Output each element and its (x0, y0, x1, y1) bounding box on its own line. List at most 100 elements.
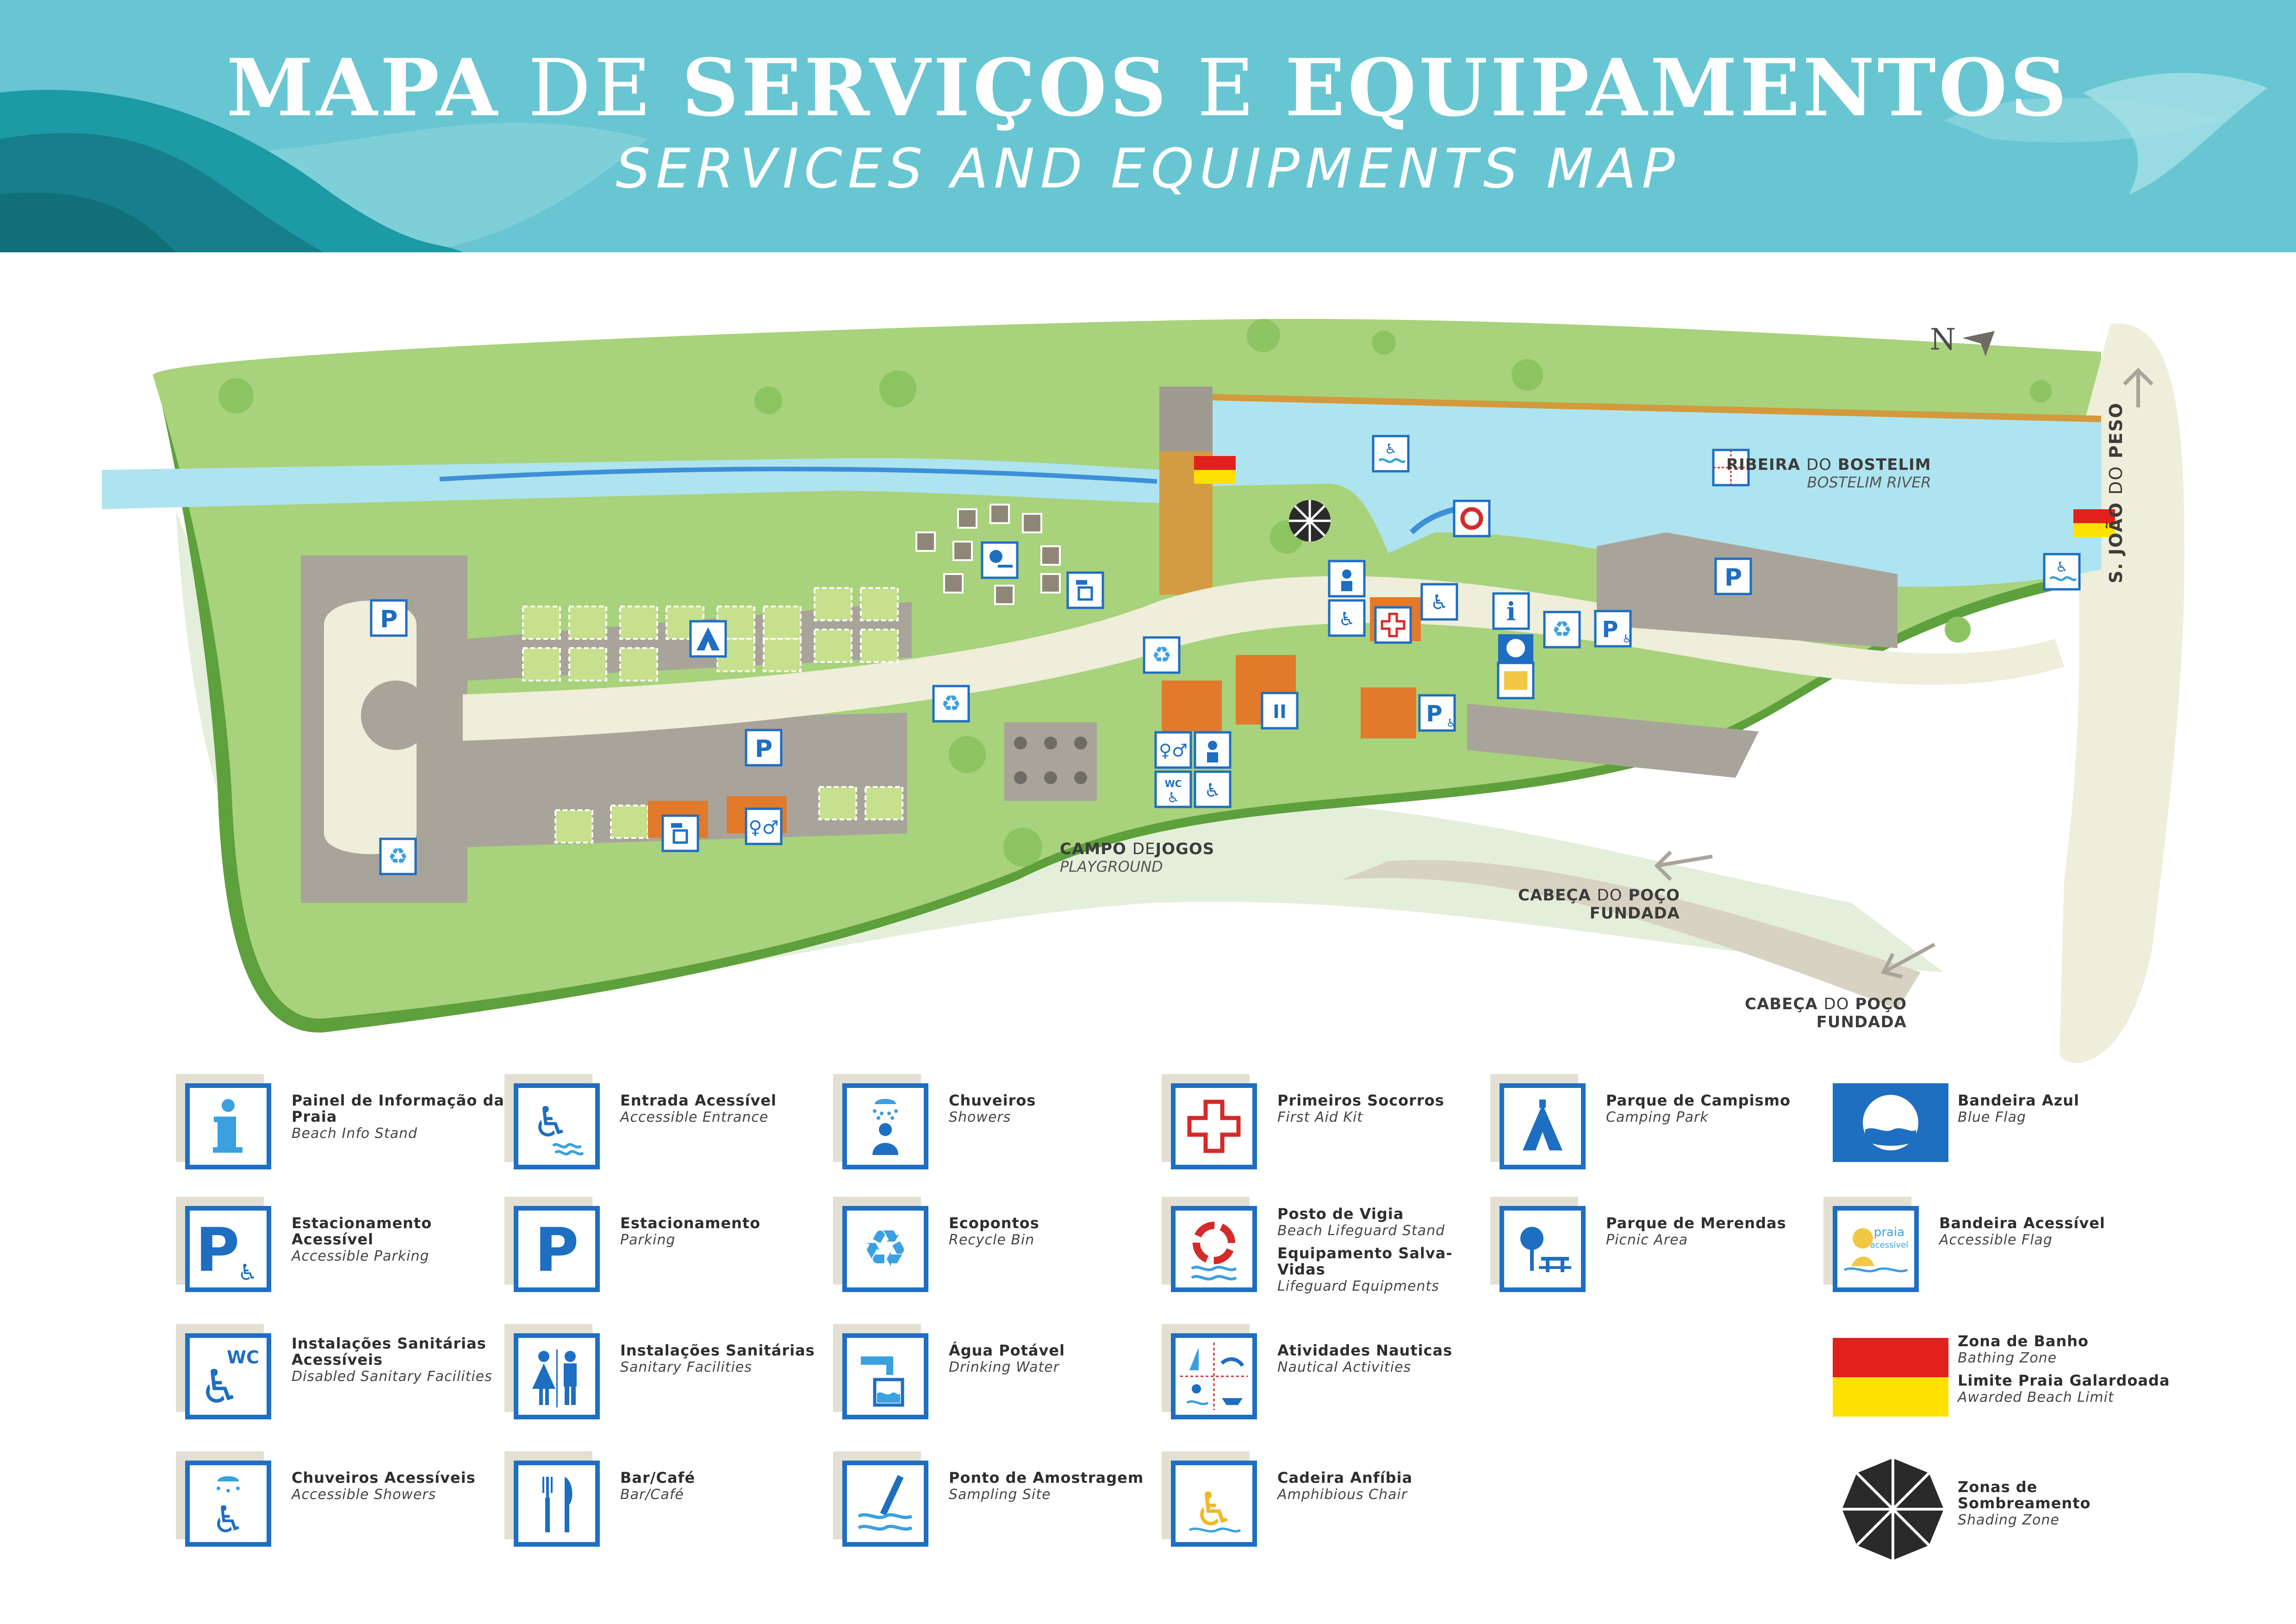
compass-arrow: N (1930, 323, 1995, 357)
roundabout (361, 681, 430, 750)
first-aid-icon (1187, 1099, 1241, 1153)
playground-label: CAMPO DEJOGOS PLAYGROUND (1060, 840, 1215, 876)
svg-text:♀♂: ♀♂ (748, 817, 778, 838)
road-label-sao-joao-do-peso: S. JOÃO DO PESO (2106, 402, 2126, 583)
page-subtitle: SERVICES AND EQUIPMENTS MAP (616, 137, 1680, 200)
svg-text:♿: ♿ (1193, 1482, 1235, 1537)
parking-southeast (1467, 704, 1759, 778)
page-title: MAPA DE SERVIÇOS E EQUIPAMENTOS (226, 42, 2070, 134)
camping-plots (522, 587, 903, 843)
svg-text:♻: ♻ (1552, 617, 1572, 643)
svg-text:P: P (380, 606, 398, 633)
parking-west (301, 556, 912, 903)
svg-text:♿: ♿ (2056, 559, 2068, 575)
svg-text:WC: WC (227, 1347, 259, 1368)
ribeira-do-bostelim-lake (1213, 396, 2101, 587)
camping-icon (1523, 1099, 1562, 1150)
svg-text:P: P (1602, 617, 1618, 643)
header-background (0, 0, 2296, 252)
road-secondary (1342, 860, 1921, 1009)
svg-text:P: P (195, 1215, 239, 1285)
svg-text:ⅠⅠ: ⅠⅠ (1273, 701, 1287, 723)
svg-text:♿: ♿ (1338, 609, 1355, 630)
svg-text:♿: ♿ (1204, 780, 1221, 801)
info-icon (213, 1099, 243, 1153)
beach-map: P P P P ♿ P ♿ ♻ ♻ ♻ ♻ ⅠⅠ ♀♂ i ♿ ♿ ♿ ♿ ♀♂ W… (102, 319, 2184, 1063)
river-label: RIBEIRA DO BOSTELIM BOSTELIM RIVER (1726, 456, 1931, 492)
bar-icon (542, 1477, 572, 1532)
lifebuoy-icon (1191, 1222, 1237, 1280)
umbrella-marker (1289, 500, 1331, 542)
picnic-icon (1520, 1227, 1571, 1272)
svg-text:♻: ♻ (388, 843, 408, 869)
svg-text:♿: ♿ (1385, 441, 1397, 457)
svg-text:♿: ♿ (532, 1098, 570, 1147)
bathing-flag-icon (1833, 1338, 1948, 1417)
svg-text:P: P (1724, 564, 1742, 592)
svg-text:WC: WC (1165, 778, 1182, 789)
parking-icon: P (535, 1215, 579, 1285)
header-banner: MAPA DE SERVIÇOS E EQUIPAMENTOS SERVICES… (0, 0, 2296, 252)
accessible-parking-icon: P♿ (195, 1215, 257, 1286)
svg-text:♿: ♿ (1446, 717, 1456, 730)
accessible-wc-icon: WC♿ (199, 1347, 259, 1414)
recycle-icon: ♻ (863, 1219, 908, 1278)
svg-text:♻: ♻ (863, 1219, 908, 1278)
bathing-flags (1194, 456, 2115, 537)
svg-text:♿: ♿ (199, 1360, 241, 1414)
picnic-tables (915, 504, 1061, 605)
nautical-icon (1180, 1343, 1248, 1410)
svg-text:praia: praia (1874, 1225, 1904, 1239)
svg-text:♿: ♿ (237, 1260, 257, 1286)
svg-text:acessível: acessível (1870, 1240, 1909, 1250)
sampling-icon (858, 1475, 913, 1531)
svg-text:♿: ♿ (1622, 632, 1632, 645)
svg-text:P: P (755, 735, 772, 763)
shower-icon (872, 1099, 898, 1155)
wc-icon (532, 1349, 577, 1407)
accessible-entrance-icon: ♿ (532, 1098, 585, 1156)
svg-text:N: N (1930, 323, 1956, 357)
svg-text:♀♂: ♀♂ (1159, 740, 1188, 761)
map-icons: P P P P ♿ P ♿ ♻ ♻ ♻ ♻ ⅠⅠ ♀♂ i ♿ ♿ ♿ ♿ ♀♂ W… (371, 436, 2079, 874)
amphibious-chair-icon: ♿ (1188, 1482, 1241, 1537)
svg-text:♻: ♻ (941, 691, 961, 717)
svg-text:♿: ♿ (212, 1498, 245, 1541)
blue-flag-icon (1833, 1083, 1948, 1162)
svg-text:i: i (1506, 597, 1516, 626)
svg-text:♿: ♿ (1167, 790, 1180, 806)
water-tap-icon (861, 1356, 904, 1407)
svg-text:♻: ♻ (1151, 642, 1171, 668)
svg-text:P: P (535, 1215, 579, 1285)
destination-label-2: CABEÇA DO POÇO FUNDADA (1745, 995, 1907, 1032)
playground-area (1004, 722, 1097, 801)
accessible-shower-icon: ♿ (212, 1476, 245, 1541)
svg-text:P: P (1426, 701, 1442, 727)
direction-arrows (1654, 368, 2153, 979)
destination-label-1: CABEÇA DO POÇO FUNDADA (1518, 886, 1680, 923)
svg-text:♿: ♿ (1430, 591, 1448, 614)
